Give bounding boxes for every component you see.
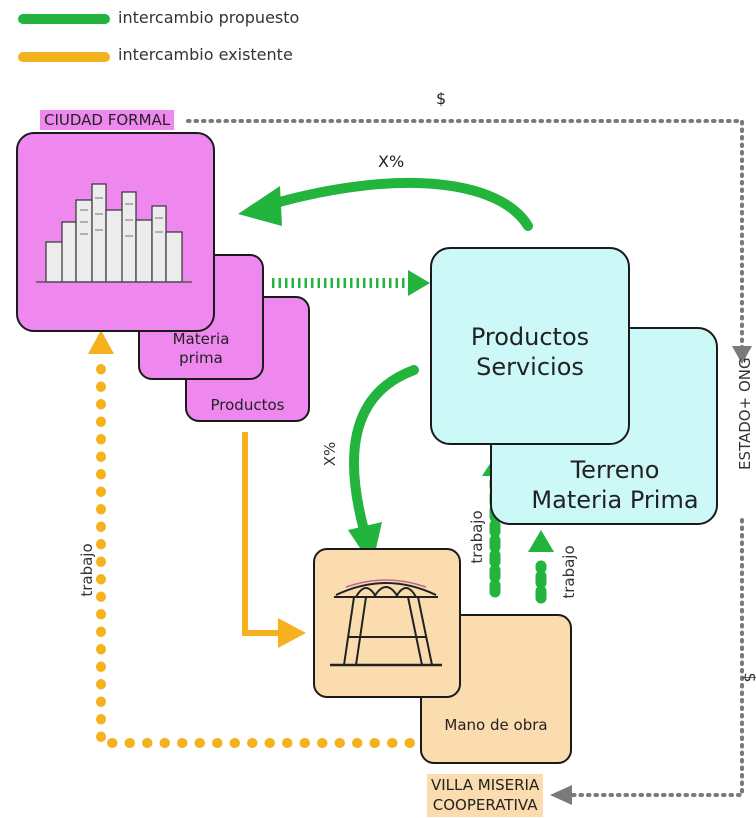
materia-prima-label: Materia prima bbox=[172, 330, 230, 367]
green-arrowhead-top bbox=[238, 186, 282, 226]
terreno-label: Terreno Materia Prima bbox=[531, 456, 699, 514]
x-percent-label-left: X% bbox=[321, 441, 339, 467]
villa-miseria-tag: VILLA MISERIA COOPERATIVA bbox=[427, 774, 544, 817]
green-arrowhead-right bbox=[408, 270, 430, 296]
legend: intercambio propuesto intercambio existe… bbox=[18, 8, 318, 68]
dollar-label-right: $ bbox=[741, 668, 756, 688]
trabajo-label-mid1: trabajo bbox=[468, 510, 486, 564]
productos-servicios-label: Productos Servicios bbox=[470, 323, 590, 381]
trabajo-label-left: trabajo bbox=[78, 543, 96, 597]
arrowhead-left-villa bbox=[550, 785, 572, 805]
green-arrow-mid-curve bbox=[348, 365, 419, 535]
x-percent-label-top: X% bbox=[378, 152, 405, 171]
dollar-connector-bottom bbox=[570, 518, 744, 797]
trabajo-label-mid2: trabajo bbox=[560, 545, 578, 599]
shelter-sketch-icon bbox=[330, 579, 442, 667]
legend-orange-swatch bbox=[18, 52, 110, 62]
green-arrowhead-up-2 bbox=[528, 530, 554, 552]
orange-solid-arrow bbox=[242, 432, 282, 636]
arrowhead-down-estado bbox=[732, 346, 752, 364]
orange-arrowhead-up bbox=[88, 330, 114, 354]
green-arrow-top-curve bbox=[267, 177, 533, 231]
dollar-connector-top bbox=[186, 119, 744, 350]
mano-de-obra-label: Mano de obra bbox=[444, 716, 548, 734]
legend-existing-label: intercambio existente bbox=[118, 45, 293, 64]
productos-label: Productos bbox=[210, 396, 285, 414]
productos-servicios-card bbox=[430, 247, 630, 445]
ciudad-formal-tag: CIUDAD FORMAL bbox=[40, 110, 175, 130]
city-sketch-icon bbox=[36, 183, 192, 283]
legend-green-swatch bbox=[18, 14, 110, 24]
orange-dotted-arrow bbox=[96, 351, 415, 748]
orange-arrowhead-right bbox=[278, 618, 306, 648]
legend-proposed-label: intercambio propuesto bbox=[118, 8, 300, 27]
estado-ong-label: ESTADO+ ONG bbox=[736, 357, 754, 470]
shelter-card bbox=[313, 548, 461, 698]
dollar-label-top: $ bbox=[436, 89, 447, 108]
